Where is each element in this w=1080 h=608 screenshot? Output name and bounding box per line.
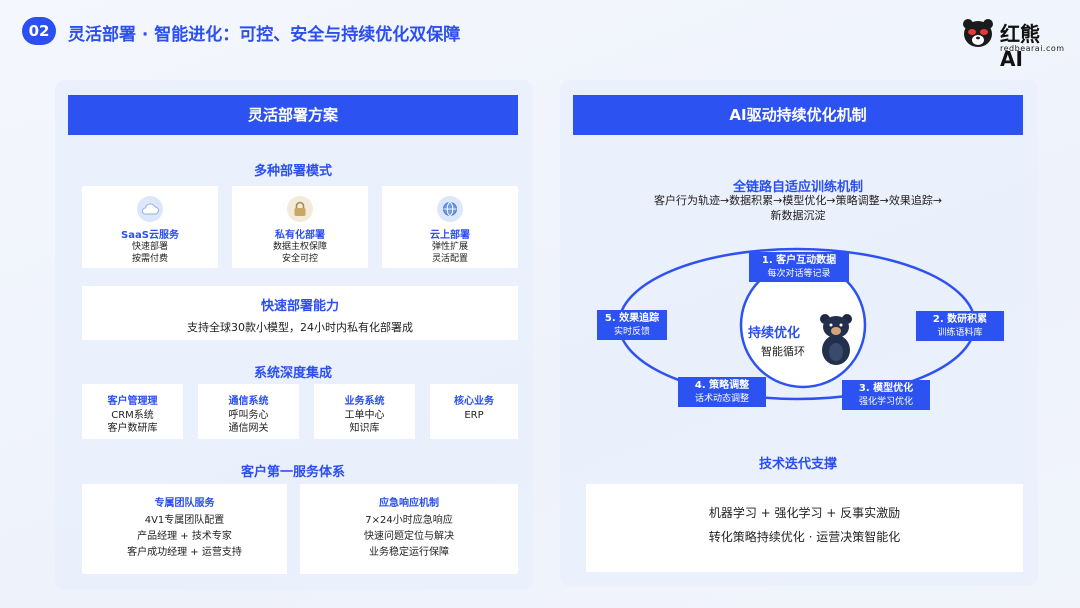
deploy-card-cloud: 云上部署 弹性扩展 灵活配置 bbox=[382, 186, 518, 268]
deploy-card-line: 安全可控 bbox=[281, 254, 318, 264]
integration-card-title: 客户管理理 bbox=[107, 396, 158, 407]
service-card-title: 专属团队服务 bbox=[154, 498, 215, 509]
integration-card-line: 工单中心 bbox=[344, 410, 385, 421]
integration-card: 通信系统 呼叫务心 通信网关 bbox=[198, 384, 299, 439]
lock-icon bbox=[287, 196, 313, 222]
deploy-card-line: 按需付费 bbox=[131, 254, 168, 264]
integration-card-title: 业务系统 bbox=[344, 396, 385, 407]
cycle-node-subtitle: 训练语料库 bbox=[937, 328, 983, 338]
quick-deploy-title: 快速部署能力 bbox=[260, 299, 339, 314]
cloud-icon bbox=[137, 196, 163, 222]
service-card-line: 产品经理 + 技术专家 bbox=[137, 531, 232, 542]
training-line: 新数据沉淀 bbox=[770, 209, 826, 222]
deploy-card-line: 灵活配置 bbox=[431, 254, 468, 264]
cycle-center-title: 持续优化 bbox=[748, 326, 801, 341]
integration-card-line: ERP bbox=[464, 410, 484, 421]
deploy-card-private: 私有化部署 数据主权保障 安全可控 bbox=[232, 186, 368, 268]
bear-logo-icon bbox=[963, 19, 993, 47]
tech-line: 机器学习 + 强化学习 + 反事实激励 bbox=[708, 506, 901, 520]
training-line: 客户行为轨迹→数据积累→模型优化→策略调整→效果追踪→ bbox=[653, 194, 943, 207]
integration-card: 客户管理理 CRM系统 客户数研库 bbox=[82, 384, 183, 439]
cycle-center-subtitle: 智能循环 bbox=[761, 345, 805, 358]
deploy-card-title: 私有化部署 bbox=[275, 230, 325, 241]
deploy-card-saas: SaaS云服务 快速部署 按需付费 bbox=[82, 186, 218, 268]
page-title: 灵活部署 · 智能进化：可控、安全与持续优化双保障 bbox=[68, 25, 461, 45]
quick-deploy-card: 快速部署能力 支持全球30款小模型，24小时内私有化部署成 bbox=[82, 286, 518, 340]
training-description: 客户行为轨迹→数据积累→模型优化→策略调整→效果追踪→ 新数据沉淀 bbox=[573, 193, 1023, 223]
brand-name: 红熊AI bbox=[1000, 22, 1040, 71]
globe-icon bbox=[437, 196, 463, 222]
left-panel-header: 灵活部署方案 bbox=[68, 95, 518, 135]
cycle-node-title: 5. 效果追踪 bbox=[604, 313, 660, 324]
tech-card: 机器学习 + 强化学习 + 反事实激励 转化策略持续优化 · 运营决策智能化 bbox=[586, 484, 1023, 572]
cycle-node-title: 2. 数研积累 bbox=[932, 314, 988, 325]
integration-card-line: 呼叫务心 bbox=[228, 410, 269, 421]
cycle-node-title: 1. 客户互动数据 bbox=[761, 255, 837, 266]
service-card-title: 应急响应机制 bbox=[379, 498, 439, 509]
deploy-card-title: 云上部署 bbox=[430, 230, 470, 241]
cycle-node-subtitle: 强化学习优化 bbox=[858, 397, 913, 407]
deploy-card-line: 数据主权保障 bbox=[272, 242, 327, 252]
section-number-badge: 02 bbox=[22, 17, 56, 45]
deploy-card-title: SaaS云服务 bbox=[121, 230, 179, 241]
deploy-card-line: 弹性扩展 bbox=[431, 242, 468, 252]
cycle-node-5: 5. 效果追踪 实时反馈 bbox=[597, 310, 667, 340]
integration-card-line: 知识库 bbox=[349, 423, 380, 434]
deploy-card-line: 快速部署 bbox=[131, 242, 168, 252]
cycle-node-subtitle: 话术动态调整 bbox=[694, 394, 749, 404]
cycle-node-4: 4. 策略调整 话术动态调整 bbox=[678, 377, 766, 407]
training-title: 全链路自适应训练机制 bbox=[732, 180, 863, 195]
cycle-node-2: 2. 数研积累 训练语料库 bbox=[916, 311, 1004, 341]
right-panel-header: AI驱动持续优化机制 bbox=[573, 95, 1023, 135]
service-card-team: 专属团队服务 4V1专属团队配置 产品经理 + 技术专家 客户成功经理 + 运营… bbox=[82, 484, 287, 574]
cycle-node-subtitle: 实时反馈 bbox=[613, 327, 650, 337]
service-title: 客户第一服务体系 bbox=[240, 465, 345, 480]
service-card-line: 4V1专属团队配置 bbox=[144, 515, 225, 526]
integration-card-line: CRM系统 bbox=[111, 410, 154, 421]
cycle-node-title: 3. 模型优化 bbox=[858, 383, 914, 394]
cycle-node-subtitle: 每次对话等记录 bbox=[767, 269, 831, 279]
integration-card: 核心业务 ERP bbox=[430, 384, 518, 439]
integration-title: 系统深度集成 bbox=[253, 366, 332, 381]
integration-card-title: 通信系统 bbox=[228, 396, 269, 407]
quick-deploy-text: 支持全球30款小模型，24小时内私有化部署成 bbox=[187, 321, 413, 334]
tech-line: 转化策略持续优化 · 运营决策智能化 bbox=[708, 530, 901, 544]
deploy-modes-title: 多种部署模式 bbox=[253, 164, 332, 179]
service-card-line: 业务稳定运行保障 bbox=[369, 547, 449, 558]
brand-url: redbearai.com bbox=[1000, 44, 1065, 53]
integration-card-title: 核心业务 bbox=[454, 396, 494, 407]
integration-card-line: 通信网关 bbox=[228, 423, 269, 434]
service-card-line: 客户成功经理 + 运营支持 bbox=[127, 547, 242, 558]
tech-title: 技术迭代支撑 bbox=[758, 457, 837, 472]
integration-card: 业务系统 工单中心 知识库 bbox=[314, 384, 415, 439]
cycle-node-1: 1. 客户互动数据 每次对话等记录 bbox=[749, 252, 849, 282]
service-card-emergency: 应急响应机制 7×24小时应急响应 快速问题定位与解决 业务稳定运行保障 bbox=[300, 484, 518, 574]
cycle-node-title: 4. 策略调整 bbox=[694, 380, 750, 391]
cycle-node-3: 3. 模型优化 强化学习优化 bbox=[842, 380, 930, 410]
integration-card-line: 客户数研库 bbox=[107, 423, 158, 434]
service-card-line: 7×24小时应急响应 bbox=[365, 515, 453, 526]
bear-mascot-icon bbox=[820, 314, 852, 365]
brand-logo: 红熊AI redbearai.com bbox=[962, 16, 1065, 71]
service-card-line: 快速问题定位与解决 bbox=[364, 531, 454, 542]
